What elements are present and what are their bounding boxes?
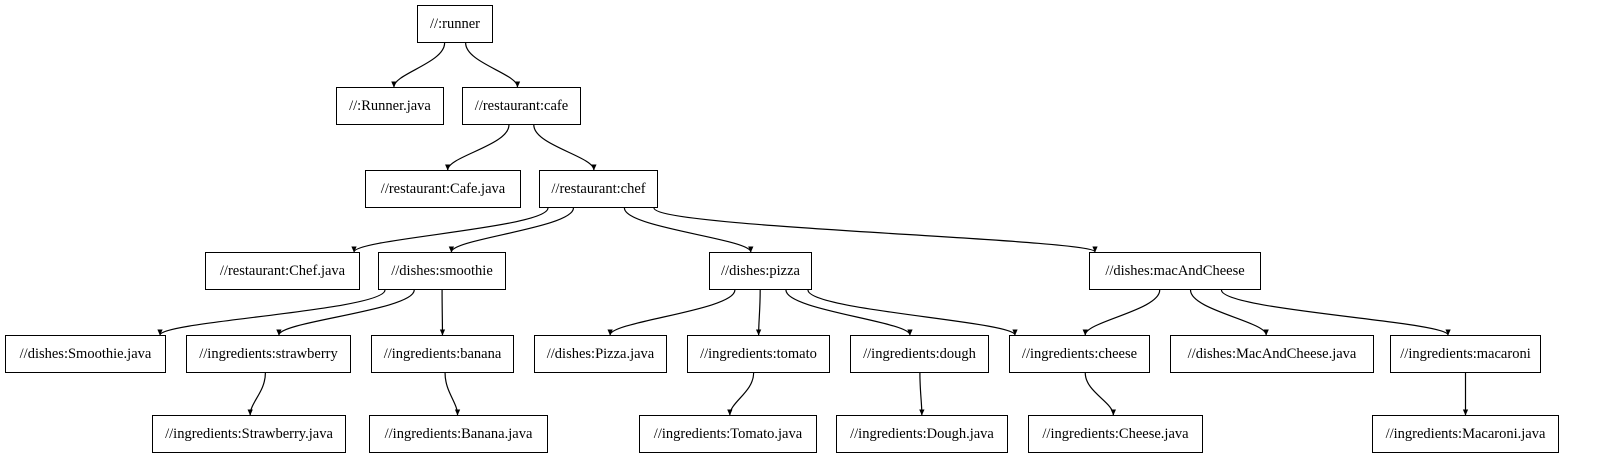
graph-edge-runner-to-runner_java — [391, 42, 446, 88]
graph-node-cheese_java[interactable]: //ingredients:Cheese.java — [1028, 415, 1203, 453]
graph-node-ing_tomato[interactable]: //ingredients:tomato — [687, 335, 830, 373]
graph-edge-ing_dough-to-dough_java — [919, 372, 925, 416]
graph-node-chef_java[interactable]: //restaurant:Chef.java — [205, 252, 360, 290]
graph-edge-restaurant_chef-to-dishes_pizza — [623, 207, 754, 253]
graph-node-label: //ingredients:Cheese.java — [1042, 425, 1189, 442]
graph-node-ing_macaroni[interactable]: //ingredients:macaroni — [1390, 335, 1541, 373]
graph-node-label: //ingredients:strawberry — [199, 345, 338, 362]
graph-node-label: //ingredients:Macaroni.java — [1385, 425, 1546, 442]
graph-node-dishes_macncheese[interactable]: //dishes:macAndCheese — [1089, 252, 1261, 290]
graph-node-ing_banana[interactable]: //ingredients:banana — [371, 335, 514, 373]
graph-node-macaroni_java[interactable]: //ingredients:Macaroni.java — [1372, 415, 1559, 453]
graph-edge-restaurant_chef-to-dishes_smoothie — [448, 207, 575, 253]
graph-edge-dishes_pizza-to-pizza_java — [607, 289, 736, 336]
graph-node-label: //ingredients:Tomato.java — [653, 425, 803, 442]
graph-node-label: //:runner — [430, 15, 480, 32]
graph-node-runner_java[interactable]: //:Runner.java — [336, 87, 444, 125]
graph-edge-ing_banana-to-banana_java — [444, 372, 461, 416]
graph-node-label: //ingredients:banana — [383, 345, 502, 362]
graph-node-label: //dishes:smoothie — [391, 262, 493, 279]
graph-edge-ing_strawberry-to-strawberry_java — [247, 372, 266, 416]
graph-node-macncheese_java[interactable]: //dishes:MacAndCheese.java — [1170, 335, 1374, 373]
graph-node-label: //dishes:MacAndCheese.java — [1187, 345, 1357, 362]
graph-edge-dishes_pizza-to-ing_dough — [785, 289, 913, 336]
graph-node-label: //restaurant:chef — [551, 180, 646, 197]
graph-edge-dishes_macncheese-to-ing_macaroni — [1220, 289, 1451, 336]
graph-node-label: //ingredients:macaroni — [1400, 345, 1531, 362]
graph-node-dishes_smoothie[interactable]: //dishes:smoothie — [378, 252, 506, 290]
graph-node-label: //dishes:Pizza.java — [546, 345, 655, 362]
graph-edge-runner-to-restaurant_cafe — [465, 42, 521, 88]
graph-node-strawberry_java[interactable]: //ingredients:Strawberry.java — [152, 415, 346, 453]
graph-node-runner[interactable]: //:runner — [417, 5, 493, 43]
graph-edge-dishes_pizza-to-ing_tomato — [755, 289, 762, 336]
graph-edge-restaurant_chef-to-dishes_macncheese — [653, 207, 1098, 253]
graph-node-smoothie_java[interactable]: //dishes:Smoothie.java — [5, 335, 166, 373]
graph-node-label: //dishes:macAndCheese — [1105, 262, 1245, 279]
graph-node-tomato_java[interactable]: //ingredients:Tomato.java — [639, 415, 817, 453]
graph-node-label: //restaurant:Cafe.java — [380, 180, 506, 197]
graph-node-label: //:Runner.java — [349, 97, 431, 114]
graph-edge-dishes_macncheese-to-macncheese_java — [1189, 289, 1269, 336]
graph-edge-dishes_smoothie-to-ing_strawberry — [276, 289, 415, 336]
graph-edge-restaurant_chef-to-chef_java — [351, 207, 549, 253]
graph-node-dishes_pizza[interactable]: //dishes:pizza — [709, 252, 812, 290]
graph-node-restaurant_chef[interactable]: //restaurant:chef — [539, 170, 658, 208]
graph-edge-dishes_macncheese-to-ing_cheese — [1082, 289, 1161, 336]
graph-node-label: //dishes:Smoothie.java — [19, 345, 152, 362]
graph-edge-restaurant_cafe-to-restaurant_chef — [533, 124, 597, 171]
graph-node-pizza_java[interactable]: //dishes:Pizza.java — [534, 335, 667, 373]
graph-node-dough_java[interactable]: //ingredients:Dough.java — [836, 415, 1008, 453]
graph-node-label: //ingredients:Strawberry.java — [165, 425, 333, 442]
graph-node-banana_java[interactable]: //ingredients:Banana.java — [369, 415, 548, 453]
graph-node-ing_strawberry[interactable]: //ingredients:strawberry — [186, 335, 351, 373]
graph-node-label: //restaurant:Chef.java — [219, 262, 346, 279]
graph-node-ing_cheese[interactable]: //ingredients:cheese — [1009, 335, 1150, 373]
graph-node-cafe_java[interactable]: //restaurant:Cafe.java — [365, 170, 521, 208]
graph-node-restaurant_cafe[interactable]: //restaurant:cafe — [462, 87, 581, 125]
graph-edge-restaurant_cafe-to-cafe_java — [444, 124, 510, 171]
graph-node-label: //ingredients:Dough.java — [850, 425, 994, 442]
graph-node-label: //dishes:pizza — [721, 262, 800, 279]
graph-node-ing_dough[interactable]: //ingredients:dough — [850, 335, 989, 373]
graph-edge-dishes_pizza-to-ing_cheese — [807, 289, 1018, 336]
graph-edge-ing_cheese-to-cheese_java — [1084, 372, 1117, 416]
graph-node-label: //restaurant:cafe — [474, 97, 569, 114]
graph-node-label: //ingredients:cheese — [1021, 345, 1138, 362]
graph-edge-dishes_smoothie-to-smoothie_java — [157, 289, 386, 336]
graph-node-label: //ingredients:dough — [863, 345, 976, 362]
graph-node-label: //ingredients:Banana.java — [384, 425, 533, 442]
graph-node-label: //ingredients:tomato — [700, 345, 817, 362]
graph-edge-ing_tomato-to-tomato_java — [727, 372, 755, 416]
